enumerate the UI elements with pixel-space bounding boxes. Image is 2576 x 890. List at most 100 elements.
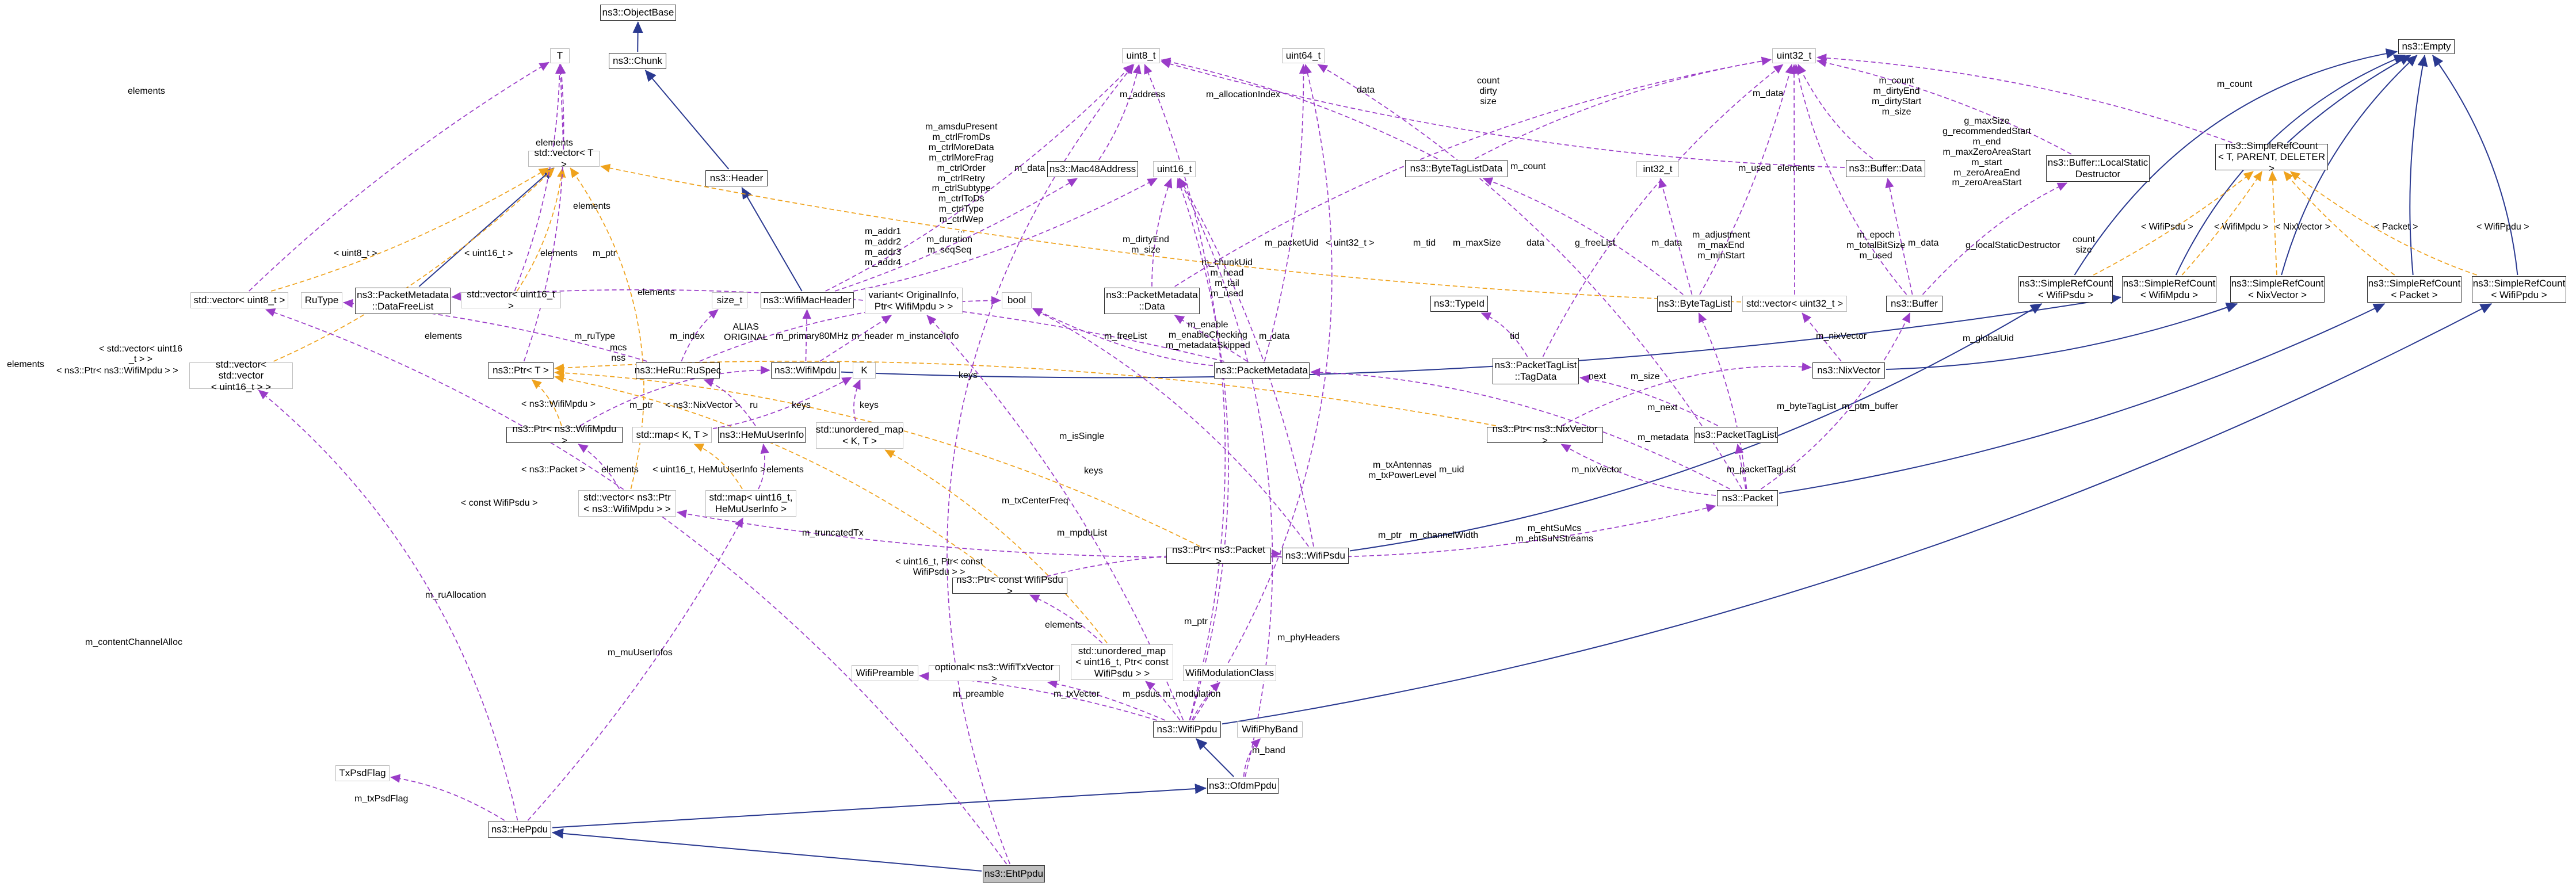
edge-buffer-to-bufferdata [1885, 178, 1913, 295]
edge-heppdu-to-ofdmppdu [552, 784, 1207, 828]
class-node-bytetaglistdata[interactable]: ns3::ByteTagListData [1405, 160, 1508, 177]
edge-ehtppdu-to-heppdu [552, 828, 982, 872]
class-node-uint64[interactable]: uint64_t [1282, 48, 1325, 63]
class-node-src_wifipsdu[interactable]: ns3::SimpleRefCount < WifiPsdu > [2018, 276, 2113, 303]
edge-wifippdu-to-uint64 [1192, 64, 1333, 721]
class-node-ofdmppdu[interactable]: ns3::OfdmPpdu [1207, 778, 1279, 794]
class-node-simplerefTPD[interactable]: ns3::SimpleRefCount < T, PARENT, DELETER… [2215, 140, 2328, 174]
edge-ptr_wifimpdu-to-wifimpdu [579, 365, 770, 426]
class-node-wifiphyband[interactable]: WifiPhyBand [1237, 721, 1303, 738]
class-node-ptr_nixvector[interactable]: ns3::Ptr< ns3::NixVector > [1487, 423, 1603, 446]
class-node-rutype[interactable]: RuType [301, 292, 342, 308]
edge-vec_uint8-to-stdvector [270, 167, 549, 292]
class-node-hemuuserinfo[interactable]: ns3::HeMuUserInfo [718, 427, 806, 443]
class-node-wifimpdu[interactable]: ns3::WifiMpdu [771, 362, 840, 379]
class-node-ptr_constwifipsdu[interactable]: ns3::Ptr< const WifiPsdu > [952, 574, 1067, 597]
class-node-packet[interactable]: ns3::Packet [1717, 490, 1778, 506]
class-node-umap_kt[interactable]: std::unordered_map < K, T > [816, 422, 903, 449]
class-node-objectbase[interactable]: ns3::ObjectBase [600, 5, 676, 21]
edge-map_u16_hemu-to-map_kt [693, 444, 743, 490]
class-node-src_nixvector[interactable]: ns3::SimpleRefCount < NixVector > [2230, 276, 2325, 303]
class-node-ptr_packet[interactable]: ns3::Ptr< ns3::Packet > [1166, 544, 1271, 567]
edge-src_packet-to-empty [2409, 55, 2428, 276]
class-node-map_kt[interactable]: std::map< K, T > [632, 427, 712, 443]
class-node-modclass[interactable]: WifiModulationClass [1183, 665, 1276, 681]
class-node-ptr_wifimpdu[interactable]: ns3::Ptr< ns3::WifiMpdu > [506, 423, 623, 446]
class-node-t[interactable]: T [550, 48, 570, 63]
class-node-chunk[interactable]: ns3::Chunk [609, 53, 666, 69]
class-node-buffer[interactable]: ns3::Buffer [1886, 296, 1943, 312]
class-node-ruspec[interactable]: ns3::HeRu::RuSpec [635, 362, 721, 379]
edge-bytetaglist-to-int32 [1658, 178, 1693, 295]
class-node-uint32[interactable]: uint32_t [1772, 48, 1816, 63]
class-node-wifipsdu[interactable]: ns3::WifiPsdu [1282, 548, 1349, 564]
edge-packetmetadata-to-bool [1032, 308, 1213, 366]
class-node-stdvector[interactable]: std::vector< T > [528, 147, 600, 170]
class-node-bufferdata[interactable]: ns3::Buffer::Data [1846, 160, 1925, 177]
class-node-ehtppdu[interactable]: ns3::EhtPpdu [983, 865, 1045, 883]
class-node-heppdu[interactable]: ns3::HePpdu [488, 822, 551, 838]
edge-src_wifippdu-to-empty [2432, 55, 2518, 276]
class-node-vec_uint16[interactable]: std::vector< uint16_t > [461, 289, 561, 311]
edge-bufferdata-to-uint32 [1798, 64, 1873, 159]
class-node-packetmetadata[interactable]: ns3::PacketMetadata [1214, 362, 1310, 379]
edge-src_wifipsdu-to-empty [2074, 48, 2398, 276]
class-node-vec_uint8[interactable]: std::vector< uint8_t > [190, 292, 288, 308]
class-node-wifipreamble[interactable]: WifiPreamble [852, 665, 918, 681]
edge-src_wifipsdu-to-simplerefTPD [2093, 171, 2254, 276]
class-node-empty[interactable]: ns3::Empty [2398, 39, 2455, 54]
edge-simplerefTPD-to-uint32 [1816, 54, 2232, 143]
edge-ptr_nixvector-to-ptr_t [554, 361, 1496, 426]
edge-packetmetadata-to-uint64 [1264, 64, 1308, 362]
class-node-txpsdflag[interactable]: TxPsdFlag [335, 765, 390, 781]
class-node-uint8[interactable]: uint8_t [1122, 48, 1160, 63]
class-node-uint16[interactable]: uint16_t [1153, 161, 1196, 177]
class-node-size_t[interactable]: size_t [712, 292, 747, 308]
class-node-kbox[interactable]: K [853, 362, 876, 379]
class-node-vec_uint32[interactable]: std::vector< uint32_t > [1742, 296, 1847, 312]
edge-wifipsdu-to-uint16 [1179, 178, 1314, 547]
edge-umap_kt-to-kbox [852, 379, 861, 422]
edge-ptr_nixvector-to-nixvectorbox [1562, 362, 1812, 426]
class-node-vec_vec_uint16[interactable]: std::vector< std::vector < uint16_t > > [189, 359, 293, 392]
edge-umap_u16_ptr-to-ptr_constwifipsdu [1029, 594, 1103, 644]
class-node-ptr_t[interactable]: ns3::Ptr< T > [488, 362, 554, 379]
class-node-src_packet[interactable]: ns3::SimpleRefCount < Packet > [2367, 276, 2461, 303]
class-node-src_wifimpdu[interactable]: ns3::SimpleRefCount < WifiMpdu > [2122, 276, 2216, 303]
class-node-src_wifippdu[interactable]: ns3::SimpleRefCount < WifiPpdu > [2472, 276, 2566, 303]
class-node-wifippdu[interactable]: ns3::WifiPpdu [1153, 721, 1221, 738]
class-node-header[interactable]: ns3::Header [705, 170, 768, 186]
class-node-bytetaglist[interactable]: ns3::ByteTagList [1657, 296, 1732, 312]
class-node-ptltagdata[interactable]: ns3::PacketTagList ::TagData [1493, 358, 1579, 384]
class-node-int32[interactable]: int32_t [1636, 161, 1679, 177]
class-node-optional[interactable]: optional< ns3::WifiTxVector > [929, 662, 1060, 684]
class-node-datafreelist[interactable]: ns3::PacketMetadata ::DataFreeList [355, 288, 451, 314]
class-node-map_u16_hemu[interactable]: std::map< uint16_t, HeMuUserInfo > [705, 490, 796, 517]
class-node-buflocalstatic[interactable]: ns3::Buffer::LocalStatic Destructor [2046, 155, 2150, 182]
edge-buffer-to-uint32 [1793, 64, 1907, 295]
edge-ofdmppdu-to-uint16 [1178, 178, 1273, 777]
class-node-variant[interactable]: variant< OriginalInfo, Ptr< WifiMpdu > > [865, 288, 963, 314]
edge-packet-to-buffer [1761, 312, 1911, 490]
class-node-packettaglist[interactable]: ns3::PacketTagList [1694, 427, 1778, 443]
class-node-pmdata[interactable]: ns3::PacketMetadata ::Data [1104, 288, 1200, 314]
class-node-bool[interactable]: bool [1002, 292, 1032, 308]
class-node-wifimacheader[interactable]: ns3::WifiMacHeader [761, 292, 854, 308]
edge-heppdu-to-map_u16_hemu [527, 517, 744, 821]
edge-vec_uint16-to-t [514, 64, 564, 292]
class-node-vecptr_wifimpdu[interactable]: std::vector< ns3::Ptr < ns3::WifiMpdu > … [578, 490, 676, 517]
class-node-umap_u16_ptr[interactable]: std::unordered_map < uint16_t, Ptr< cons… [1071, 644, 1173, 680]
class-node-nixvectorbox[interactable]: ns3::NixVector [1812, 362, 1885, 379]
edge-ptr_packet-to-ptr_t [554, 368, 1201, 547]
edge-ofdmppdu-to-wifippdu [1196, 738, 1234, 777]
class-node-mac48[interactable]: ns3::Mac48Address [1047, 161, 1138, 177]
edge-nixvectorbox-to-src_nixvector [1886, 302, 2238, 370]
class-node-typeid[interactable]: ns3::TypeId [1430, 296, 1488, 312]
edge-vec_vec_uint16-to-stdvector [273, 167, 555, 362]
edge-ehtppdu-to-uint8 [947, 64, 1135, 865]
edge-simplerefTPD-to-empty [2287, 55, 2411, 143]
edge-mac48-to-uint8 [1098, 64, 1142, 161]
edge-src_packet-to-simplerefTPD [2283, 171, 2395, 276]
edge-src_wifippdu-to-simplerefTPD [2289, 171, 2477, 276]
edge-packet-to-ptr_nixvector [1560, 444, 1716, 496]
